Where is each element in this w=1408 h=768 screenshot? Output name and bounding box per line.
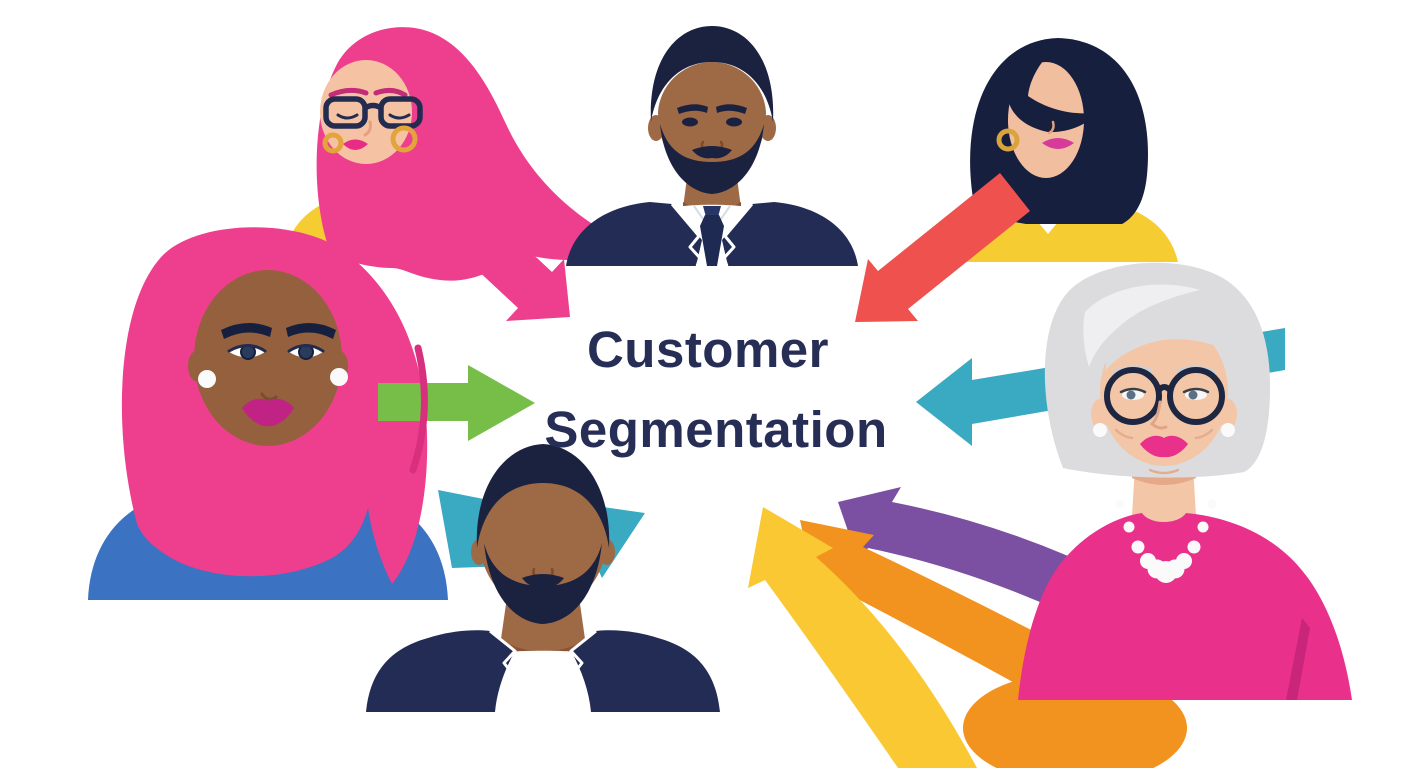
wrinkle-left: [1114, 428, 1134, 440]
woman-dark-bob: [946, 38, 1178, 262]
face: [658, 62, 766, 182]
glasses-bridge: [1156, 384, 1173, 393]
eyebrow-right: [286, 322, 336, 339]
eyebrow-left: [328, 87, 369, 98]
eye-right-lash: [287, 344, 325, 353]
eye-left-lid: [1119, 387, 1147, 394]
earring-left: [322, 132, 344, 154]
lapel-piping-right: [569, 629, 597, 713]
face: [194, 270, 342, 446]
face: [1100, 318, 1228, 466]
sleeve-seam: [1286, 618, 1310, 700]
pink-top: [1018, 513, 1352, 700]
senior-woman: [1018, 262, 1352, 700]
hair: [476, 444, 610, 548]
glasses-lens-left: [323, 96, 368, 129]
eyebrow-right: [373, 87, 408, 98]
earring-left: [198, 370, 216, 388]
eyebrow-left: [221, 322, 272, 339]
soul-patch: [536, 596, 550, 608]
tie: [700, 215, 724, 266]
pink-arrow: [413, 174, 570, 321]
eye-right-lid: [1182, 387, 1210, 394]
earring-right: [330, 368, 348, 386]
mustache: [522, 574, 564, 588]
lips: [343, 139, 368, 150]
mustache: [692, 146, 732, 159]
lapel-piping-left: [670, 203, 702, 267]
lapel-piping-right: [722, 203, 754, 267]
nose: [363, 120, 372, 137]
man-casual-jacket: [366, 444, 720, 713]
nose: [260, 392, 278, 401]
eye-right-iris: [1188, 390, 1198, 400]
green-arrow: [378, 365, 535, 441]
suit-left: [566, 202, 702, 266]
headline-line2: Segmentation: [544, 401, 887, 458]
shirt: [478, 650, 608, 712]
suit-right: [722, 202, 858, 266]
glasses-lens-left: [1104, 367, 1162, 425]
chin-crease: [1148, 468, 1180, 475]
earring-left: [1093, 423, 1107, 437]
yellow-arrow: [748, 507, 977, 768]
hair-wisp: [409, 344, 428, 474]
headline: Customer Segmentation: [544, 321, 887, 458]
closed-eye-right: [388, 113, 411, 120]
nose: [1149, 400, 1168, 430]
young-woman-pink-hair: [284, 27, 642, 281]
eye-left: [682, 117, 698, 127]
tie-knot: [703, 206, 721, 217]
headline-line1: Customer: [587, 321, 829, 378]
earring: [996, 128, 1020, 152]
beard: [660, 124, 764, 194]
eye-left-iris: [1126, 390, 1136, 400]
lips: [242, 398, 294, 427]
wrinkle-right: [1194, 428, 1214, 440]
bangs: [1008, 45, 1098, 133]
woman-pink-hair-blue-top: [88, 227, 448, 600]
face: [479, 480, 607, 612]
closed-eye-left: [336, 113, 359, 120]
glasses-bridge: [363, 102, 383, 111]
hair-highlight: [1083, 284, 1200, 367]
eyebrow-left: [677, 104, 708, 114]
eyebrow-right: [716, 104, 747, 114]
red-arrow: [855, 173, 1030, 322]
pearl-necklace: [1115, 499, 1217, 583]
businessman: [566, 26, 858, 267]
eye-right: [726, 117, 742, 127]
fringe-sweep: [1105, 308, 1230, 370]
beard: [484, 543, 602, 624]
soul-patch: [705, 168, 719, 179]
lips: [1042, 138, 1074, 149]
eye-left-lash: [227, 344, 267, 353]
earring-right: [390, 125, 418, 153]
lips: [1140, 435, 1188, 458]
jacket-right: [571, 630, 720, 712]
glasses-lens-right: [1167, 367, 1225, 425]
earring-right: [1221, 423, 1235, 437]
nose: [1047, 120, 1055, 135]
jacket-left: [366, 630, 515, 712]
hair: [650, 26, 774, 122]
lapel-piping-left: [489, 629, 517, 713]
